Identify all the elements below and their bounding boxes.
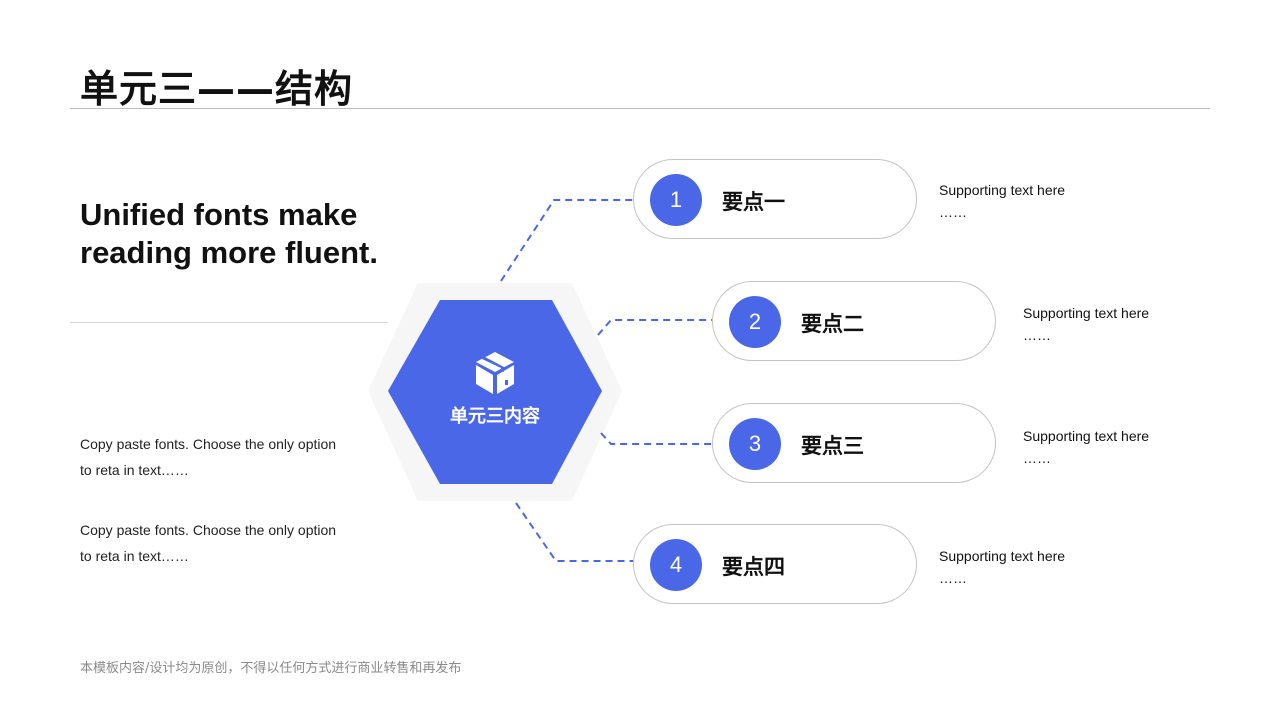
point-support-2: Supporting text here ……	[1023, 302, 1149, 346]
connector-2	[597, 319, 712, 336]
point-support-3: Supporting text here ……	[1023, 425, 1149, 469]
support-text: Supporting text here	[939, 548, 1066, 564]
point-card-2: 2 要点二	[712, 281, 996, 361]
support-ellipsis: ……	[939, 570, 967, 586]
support-text: Supporting text here	[1023, 305, 1150, 321]
point-card-3: 3 要点三	[712, 403, 996, 483]
body-paragraph-1: Copy paste fonts. Choose the only option…	[80, 436, 337, 478]
point-label: 要点三	[801, 434, 864, 458]
point-number-badge: 3	[729, 418, 781, 470]
support-text: Supporting text here	[1023, 428, 1150, 444]
connector-3	[600, 432, 712, 445]
headline-divider	[70, 322, 388, 323]
center-label: 单元三内容	[450, 406, 540, 427]
copyright-footer: 本模板内容/设计均为原创，不得以任何方式进行商业转售和再发布	[80, 661, 462, 676]
title-divider	[70, 108, 1210, 109]
point-card-1: 1 要点一	[633, 159, 917, 239]
point-label: 要点二	[801, 312, 864, 336]
point-support-1: Supporting text here ……	[939, 179, 1065, 223]
page-title: 单元三——结构	[80, 67, 354, 111]
point-number-badge: 2	[729, 296, 781, 348]
point-number-badge: 1	[650, 174, 702, 226]
point-label: 要点四	[722, 555, 785, 579]
point-number-badge: 4	[650, 539, 702, 591]
support-ellipsis: ……	[939, 204, 967, 220]
point-label: 要点一	[722, 190, 785, 214]
center-hexagon	[388, 300, 602, 484]
connector-4	[515, 502, 633, 562]
support-text: Supporting text here	[939, 182, 1066, 198]
body-paragraph-2: Copy paste fonts. Choose the only option…	[80, 522, 337, 564]
point-support-4: Supporting text here ……	[939, 545, 1065, 589]
package-box-icon	[476, 352, 514, 394]
support-ellipsis: ……	[1023, 450, 1051, 466]
connector-1	[500, 199, 633, 282]
support-ellipsis: ……	[1023, 327, 1051, 343]
headline: Unified fonts make reading more fluent.	[80, 197, 378, 270]
point-card-4: 4 要点四	[633, 524, 917, 604]
